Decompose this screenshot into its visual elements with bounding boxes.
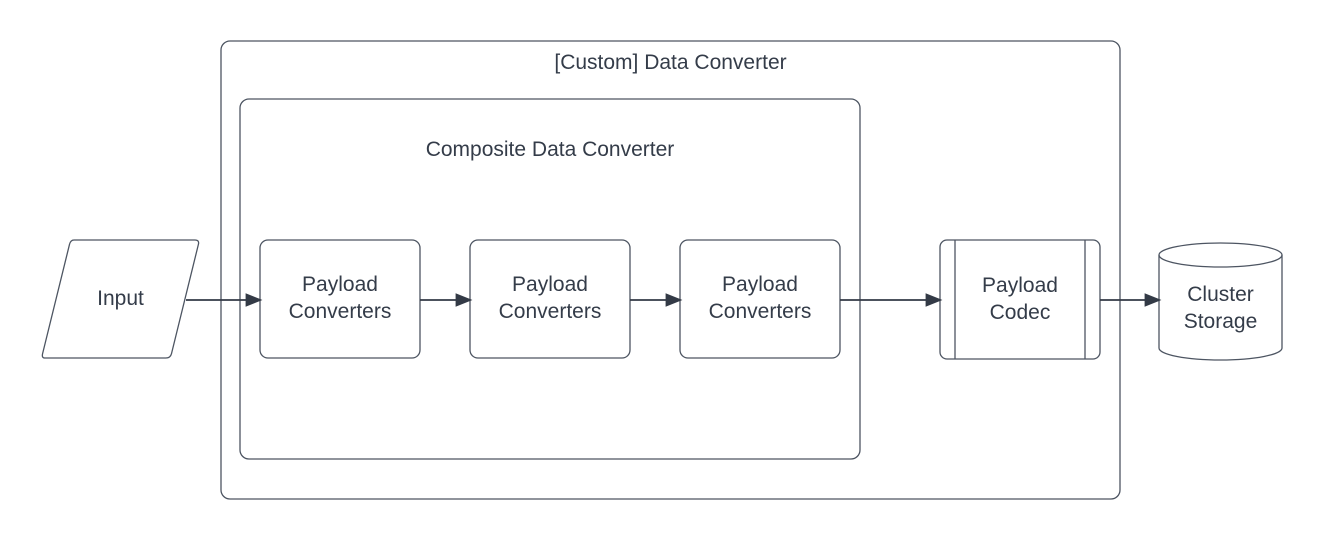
- payload-converter-3-label: Payload Converters: [708, 273, 812, 323]
- payload-converter-1-label: Payload Converters: [288, 273, 392, 323]
- arrow-codec-to-storage: [1100, 293, 1162, 307]
- input-node-label: Input: [97, 286, 144, 310]
- arrow-converter3-to-codec: [840, 293, 943, 307]
- arrow-input-to-converter1: [186, 293, 263, 307]
- payload-codec-label: Payload Codec: [982, 273, 1058, 324]
- outer-container-box: [220, 40, 1121, 500]
- payload-converter-box-2: [469, 239, 631, 359]
- input-parallelogram-shape: [41, 239, 200, 359]
- cluster-storage-cylinder-shape: [1158, 242, 1283, 361]
- arrow-converter2-to-converter3: [630, 293, 683, 307]
- payload-converter-box-1: [259, 239, 421, 359]
- inner-container-title: Composite Data Converter: [425, 138, 675, 161]
- payload-converter-2-label: Payload Converters: [498, 273, 602, 323]
- inner-container-box: [239, 98, 861, 460]
- payload-converter-box-3: [679, 239, 841, 359]
- cluster-storage-cylinder-lip: [1158, 254, 1283, 268]
- cluster-storage-label: Cluster Storage: [1183, 283, 1258, 333]
- outer-container-title: [Custom] Data Converter: [554, 51, 787, 74]
- arrow-converter1-to-converter2: [420, 293, 473, 307]
